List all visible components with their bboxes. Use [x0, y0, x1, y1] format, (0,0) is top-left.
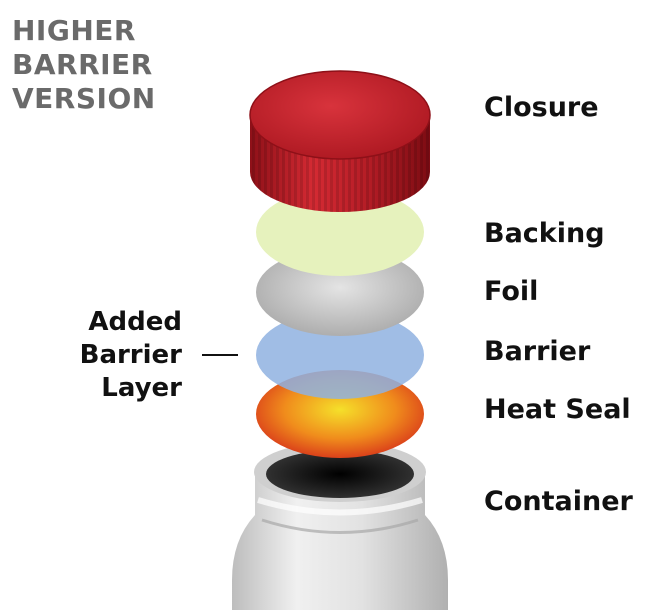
added-barrier-callout: Added Barrier Layer [80, 306, 182, 405]
callout-line: Layer [101, 373, 182, 403]
diagram-title: HIGHER BARRIER VERSION [12, 14, 156, 116]
callout-connector-line [202, 354, 238, 356]
label-foil: Foil [484, 276, 539, 307]
backing-disc [256, 188, 424, 276]
closure-cap [249, 70, 431, 212]
title-line: BARRIER [12, 48, 153, 81]
label-closure: Closure [484, 92, 599, 123]
container-bottle [232, 442, 448, 610]
title-line: HIGHER [12, 14, 136, 47]
label-backing: Backing [484, 218, 605, 249]
label-barrier: Barrier [484, 336, 591, 367]
label-heat-seal: Heat Seal [484, 394, 631, 425]
barrier-disc [256, 311, 424, 399]
title-line: VERSION [12, 82, 156, 115]
label-container: Container [484, 486, 633, 517]
callout-line: Added [88, 307, 182, 337]
callout-line: Barrier [79, 340, 182, 370]
